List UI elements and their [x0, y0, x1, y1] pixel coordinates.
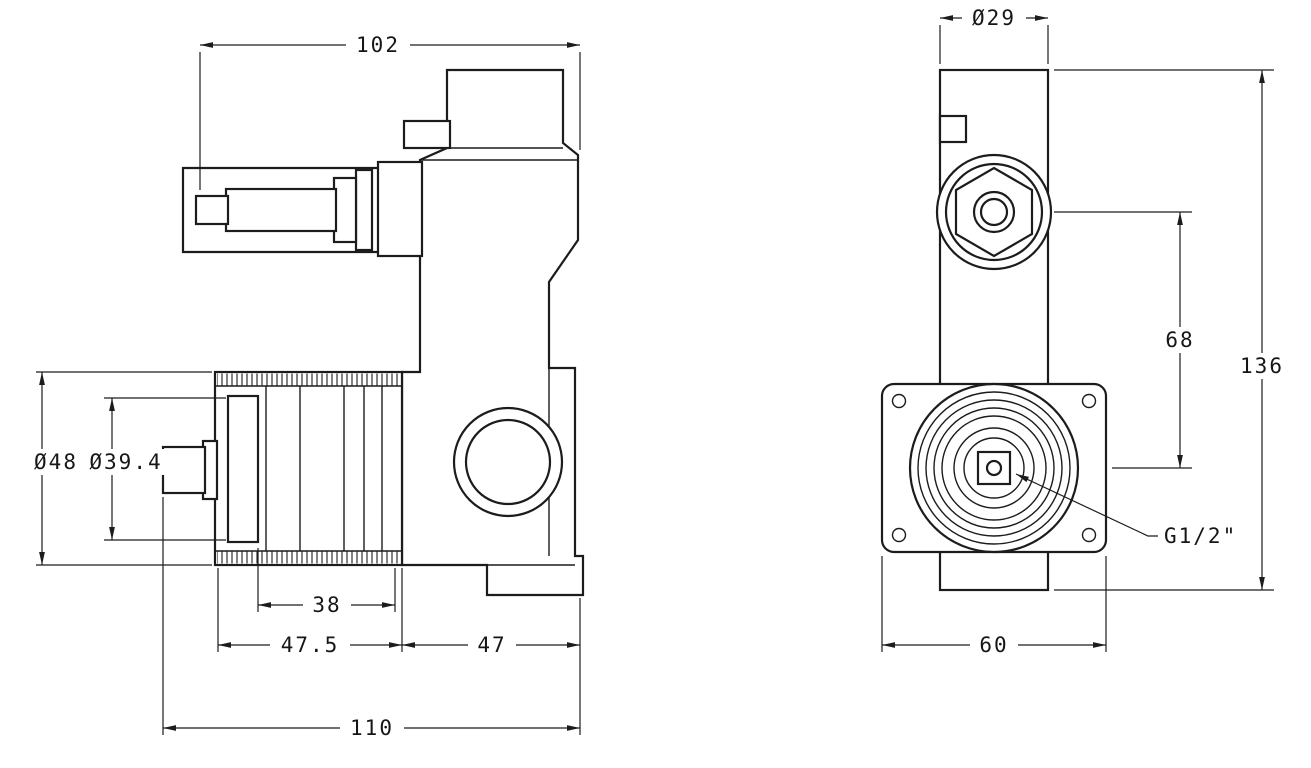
- mounting-flange: [880, 382, 1108, 554]
- label-mask: [1230, 353, 1294, 379]
- label-mask: [303, 592, 351, 618]
- dim-label-136: 136: [1240, 354, 1284, 378]
- dim-68: 68: [1054, 211, 1204, 469]
- washer-stack: [226, 394, 260, 544]
- label-mask: [340, 715, 404, 741]
- thread-label-g12: G1/2": [1164, 524, 1237, 548]
- dim-label-60: 60: [979, 633, 1008, 657]
- cartridge-face-circle: [941, 415, 1047, 521]
- cartridge-face-circle: [933, 407, 1055, 529]
- label-mask: [346, 32, 410, 58]
- dim-label-38: 38: [312, 593, 341, 617]
- dim-47: 47: [402, 598, 581, 661]
- dim-dia29: Ø29: [939, 2, 1049, 64]
- spindle-assembly: [181, 160, 424, 258]
- spindle-ring: [354, 168, 374, 252]
- dim-102: 102: [199, 29, 581, 190]
- dim-60: 60: [881, 556, 1107, 661]
- label-mask: [24, 449, 88, 475]
- body-side-step: [938, 114, 968, 144]
- dim-dia48: Ø48: [24, 371, 212, 566]
- dim-47-5: 47.5: [217, 568, 403, 661]
- cartridge-face-circle: [917, 391, 1071, 545]
- flange-bolt-hole: [1081, 527, 1097, 543]
- label-mask: [270, 632, 350, 658]
- mounting-tab: [402, 119, 452, 150]
- flange-bolt-hole: [891, 393, 907, 409]
- dim-label-110: 110: [350, 716, 394, 740]
- spindle-tip: [194, 194, 230, 226]
- label-mask: [962, 5, 1026, 31]
- dim-110: 110: [162, 497, 581, 744]
- cartridge-rib-band-bottom: [217, 551, 400, 564]
- dim-label-47-5: 47.5: [281, 633, 340, 657]
- dim-label-dia29: Ø29: [972, 6, 1016, 30]
- nut-hole-circle: [979, 197, 1009, 227]
- side-view: 102 Ø48 Ø39.4 38: [24, 29, 585, 744]
- cartridge-face-circle: [925, 399, 1063, 537]
- leader-line: [1015, 473, 1158, 537]
- dim-dia39-4: Ø39.4: [80, 397, 226, 541]
- label-mask: [970, 632, 1018, 658]
- dim-label-dia48: Ø48: [34, 450, 78, 474]
- spindle-connector: [376, 160, 424, 258]
- dim-label-102: 102: [356, 33, 400, 57]
- flange-bolt-hole: [891, 527, 907, 543]
- dim-38: 38: [257, 548, 396, 621]
- label-mask: [468, 632, 516, 658]
- label-mask: [1156, 327, 1204, 353]
- flange-bolt-hole: [1081, 393, 1097, 409]
- front-view: Ø29 68 136 G1/2" 60: [880, 2, 1294, 661]
- dim-label-47: 47: [477, 633, 506, 657]
- cartridge-face-circle: [953, 427, 1035, 509]
- cartridge-rib-band-top: [217, 373, 400, 386]
- spindle-shaft: [224, 187, 338, 233]
- dim-136: 136: [1054, 69, 1294, 591]
- dim-label-68: 68: [1165, 328, 1194, 352]
- spindle-spline: [332, 176, 358, 244]
- spindle-socket-hole: [985, 459, 1003, 477]
- callout-g12: G1/2": [1015, 473, 1239, 552]
- label-mask: [80, 449, 172, 475]
- cartridge-face-circle: [963, 437, 1025, 499]
- top-port: [935, 153, 1053, 271]
- cartridge-cylinder: [161, 370, 404, 567]
- outlet-port-inner-circle: [464, 418, 552, 506]
- dim-label-dia39-4: Ø39.4: [89, 450, 162, 474]
